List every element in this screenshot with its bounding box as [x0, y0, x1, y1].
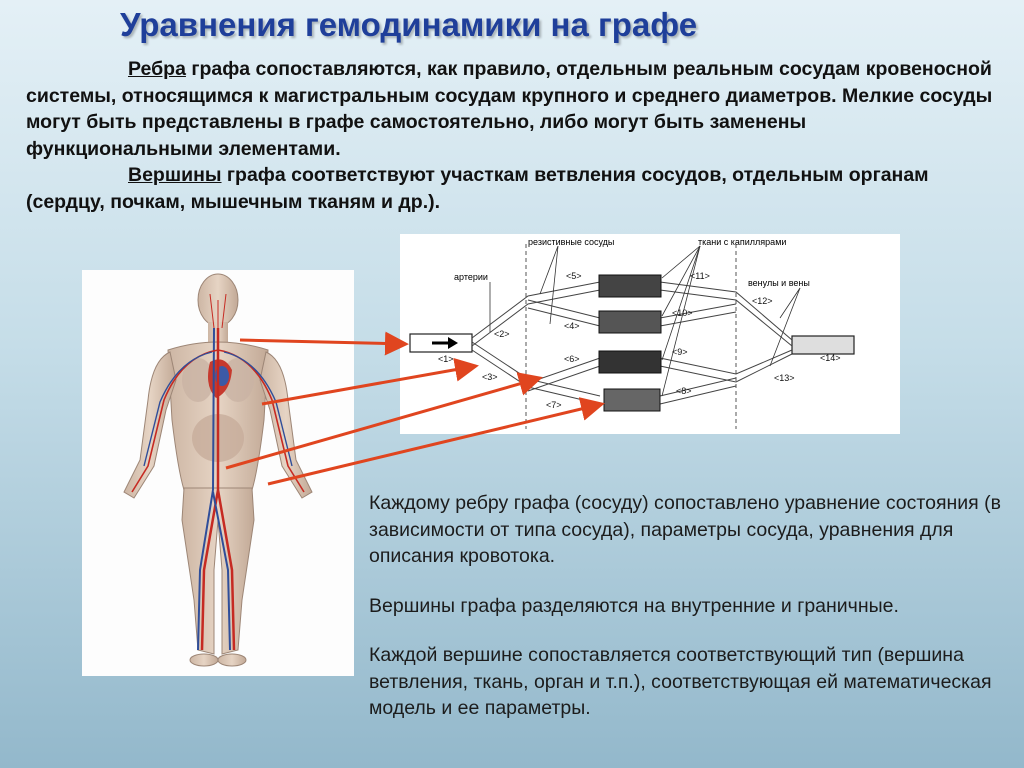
- edge-label: <1>: [438, 354, 454, 364]
- edges-term: Ребра: [128, 58, 186, 80]
- edge-label: <11>: [690, 271, 710, 281]
- edge-label: <9>: [672, 347, 688, 357]
- graph-schematic: резистивные сосуды ткани с капиллярами а…: [409, 237, 855, 429]
- edge-label: <14>: [820, 353, 841, 363]
- venules-veins-label: венулы и вены: [748, 278, 810, 288]
- edge-label: <2>: [494, 329, 510, 339]
- edge-label: <6>: [564, 354, 580, 364]
- vertex-types-paragraph: Вершины графа разделяются на внутренние …: [369, 594, 899, 617]
- edge-label: <7>: [546, 400, 562, 410]
- circulatory-system-image: [82, 270, 354, 676]
- vertices-term: Вершины: [128, 164, 222, 186]
- edge-label: <4>: [564, 321, 580, 331]
- edge-label: <5>: [566, 271, 582, 281]
- resistive-vessels-label: резистивные сосуды: [528, 237, 614, 247]
- tissues-capillaries-label: ткани с капиллярами: [698, 237, 786, 247]
- explanation-text: Каждому ребру графа (сосуду) сопоставлен…: [369, 490, 1009, 745]
- edge-label: <3>: [482, 372, 498, 382]
- edge-label: <10>: [672, 308, 693, 318]
- human-figure-illustration: [123, 273, 313, 667]
- edges-paragraph: Ребра графа сопоставляются, как правило,…: [26, 56, 994, 162]
- vertices-description: графа соответствуют участкам ветвления с…: [26, 164, 929, 213]
- edge-label: <12>: [752, 296, 773, 306]
- edges-description: графа сопоставляются, как правило, отдел…: [26, 58, 993, 160]
- vascular-graph-diagram: резистивные сосуды ткани с капиллярами а…: [400, 234, 900, 434]
- intro-text: Ребра графа сопоставляются, как правило,…: [26, 56, 994, 215]
- edge-equation-paragraph: Каждому ребру графа (сосуду) сопоставлен…: [369, 492, 1001, 567]
- slide-title: Уравнения гемодинамики на графе: [120, 6, 698, 43]
- arteries-label: артерии: [454, 272, 488, 282]
- vertices-paragraph: Вершины графа соответствуют участкам вет…: [26, 162, 994, 215]
- edge-label: <8>: [676, 386, 692, 396]
- vertex-model-paragraph: Каждой вершине сопоставляется соответств…: [369, 644, 992, 719]
- edge-label: <13>: [774, 373, 795, 383]
